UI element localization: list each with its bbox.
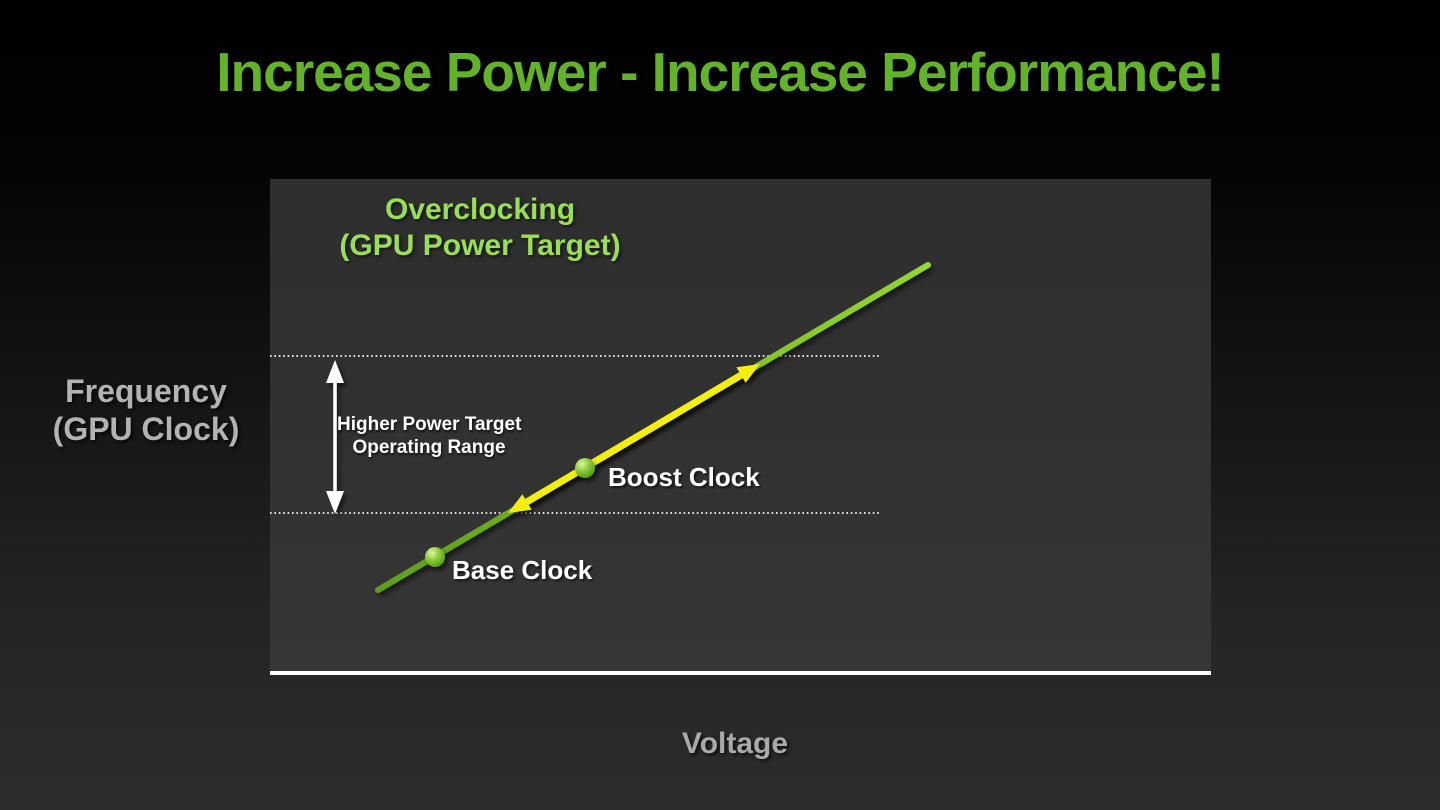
chart-region-label-line1: Overclocking <box>384 193 576 226</box>
operating-range-label: Higher Power Target Operating Range <box>337 413 521 459</box>
chart-region-label: Overclocking (GPU Power Target) <box>330 192 630 264</box>
base-clock-label: Base Clock <box>452 555 593 585</box>
operating-range-label-line2: Operating Range <box>352 437 506 458</box>
slide-title: Increase Power - Increase Performance! <box>216 41 1225 103</box>
operating-range-label-line1: Higher Power Target <box>337 414 522 435</box>
y-axis-label-line1: Frequency <box>65 373 227 409</box>
boost-clock-label: Boost Clock <box>608 462 760 492</box>
y-axis-label: Frequency (GPU Clock) <box>26 372 266 448</box>
x-axis-label: Voltage <box>681 727 789 760</box>
y-axis-label-line2: (GPU Clock) <box>52 411 240 447</box>
chart-region-label-line2: (GPU Power Target) <box>339 229 621 262</box>
